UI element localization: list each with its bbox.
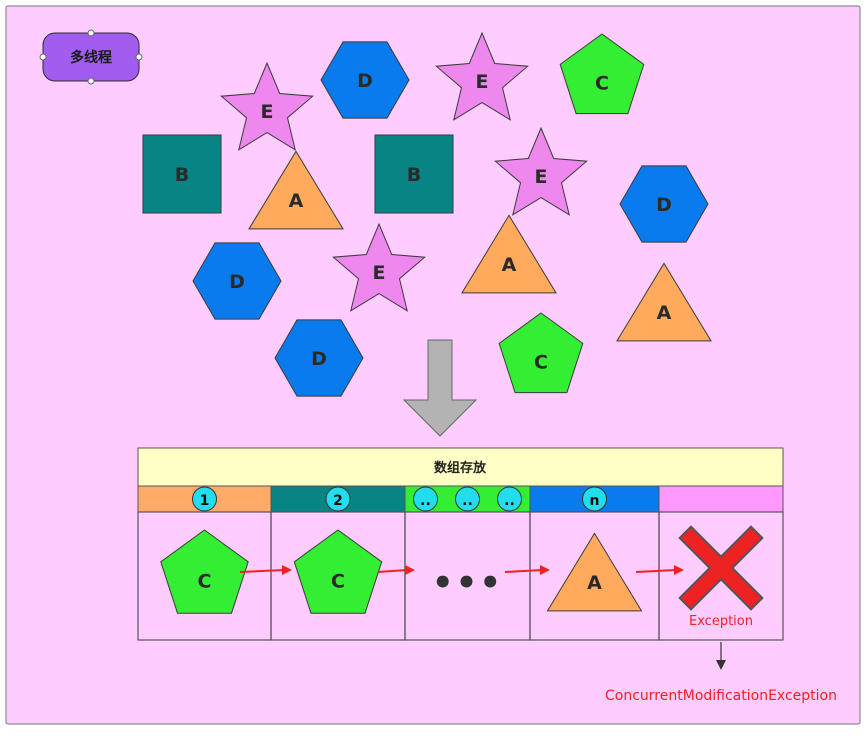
shape-label: C — [595, 72, 609, 94]
shape-label: E — [373, 262, 386, 284]
slot-pentagon: C — [160, 529, 249, 614]
index-label: .. — [420, 493, 431, 509]
ellipsis: ••• — [432, 563, 503, 603]
shape-label: D — [229, 271, 245, 293]
shape-triangle-a: A — [248, 150, 344, 230]
red-arrow — [239, 565, 292, 575]
star-shape — [220, 61, 314, 151]
shape-label: D — [357, 70, 373, 92]
shape-label: A — [657, 302, 672, 324]
shape-label: A — [289, 190, 304, 212]
star-shape — [332, 222, 426, 312]
slot-triangle: A — [546, 532, 643, 612]
badge-label: 多线程 — [70, 49, 112, 66]
badge-handle-top — [87, 29, 95, 37]
triangle-shape — [546, 532, 643, 612]
shape-label: C — [331, 571, 345, 593]
cross-icon — [678, 525, 764, 611]
shape-label: C — [198, 571, 212, 593]
triangle-shape — [248, 150, 344, 230]
shape-label: D — [311, 348, 327, 370]
shape-star-e: E — [220, 61, 314, 151]
shape-triangle-a: A — [461, 214, 557, 294]
index-badge — [413, 486, 438, 512]
shape-label: C — [534, 351, 548, 373]
index-label: 2 — [333, 493, 343, 509]
square-shape — [142, 134, 222, 214]
shape-label: B — [175, 164, 189, 186]
array-title: 数组存放 — [434, 460, 487, 476]
shape-hexagon-d: D — [619, 165, 709, 243]
exception-label: Exception — [689, 614, 753, 629]
shape-hexagon-d: D — [320, 41, 410, 119]
hexagon-shape — [320, 41, 410, 119]
down-arrow — [402, 339, 478, 437]
shape-label: D — [656, 194, 672, 216]
index-label: 1 — [200, 493, 210, 509]
shape-square-b: B — [374, 134, 454, 214]
red-arrow — [635, 565, 684, 575]
shape-star-e: E — [494, 126, 588, 216]
red-arrow — [504, 565, 550, 575]
shape-label: E — [261, 101, 274, 123]
shape-triangle-a: A — [616, 262, 712, 342]
triangle-shape — [616, 262, 712, 342]
index-badge — [497, 486, 522, 512]
pentagon-shape — [498, 312, 584, 394]
index-badge — [192, 486, 217, 512]
multithread-badge: 多线程 — [39, 29, 143, 85]
badge-handle-left — [39, 53, 47, 61]
shape-label: E — [535, 166, 548, 188]
badge-handle-bottom — [87, 77, 95, 85]
index-label: n — [590, 493, 600, 509]
shape-square-b: B — [142, 134, 222, 214]
exception-connector-head — [716, 660, 726, 670]
shape-pentagon-c: C — [498, 312, 584, 394]
shape-hexagon-d: D — [192, 242, 282, 320]
index-label: .. — [504, 493, 515, 509]
square-shape — [374, 134, 454, 214]
index-label: .. — [462, 493, 473, 509]
exception-name: ConcurrentModificationException — [605, 688, 837, 704]
exception-area: ConcurrentModificationException — [605, 642, 837, 704]
pentagon-shape — [160, 529, 249, 614]
hexagon-shape — [619, 165, 709, 243]
index-badge — [582, 486, 607, 512]
array-header — [137, 447, 784, 487]
shape-hexagon-d: D — [274, 319, 364, 397]
index-badge — [455, 486, 480, 512]
shape-label: A — [587, 572, 602, 594]
array-slot — [658, 511, 784, 641]
pentagon-shape — [559, 33, 645, 115]
hexagon-shape — [274, 319, 364, 397]
shape-label: E — [476, 71, 489, 93]
shape-star-e: E — [332, 222, 426, 312]
pentagon-shape — [293, 529, 383, 614]
array-storage: 数组存放 1C 2C...... ••• nA Exception — [137, 447, 784, 641]
slot-pentagon: C — [293, 529, 383, 614]
star-shape — [494, 126, 588, 216]
shape-star-e: E — [435, 31, 529, 121]
hexagon-shape — [192, 242, 282, 320]
shape-pentagon-c: C — [559, 33, 645, 115]
red-arrow — [377, 565, 415, 575]
index-badge — [325, 486, 351, 512]
triangle-shape — [461, 214, 557, 294]
star-shape — [435, 31, 529, 121]
array-index-cell — [658, 485, 784, 513]
shapes-cloud: D E C E B A B E D D E A A D C — [142, 31, 712, 397]
shape-label: A — [502, 254, 517, 276]
badge-handle-right — [135, 53, 143, 61]
shape-label: B — [407, 164, 421, 186]
